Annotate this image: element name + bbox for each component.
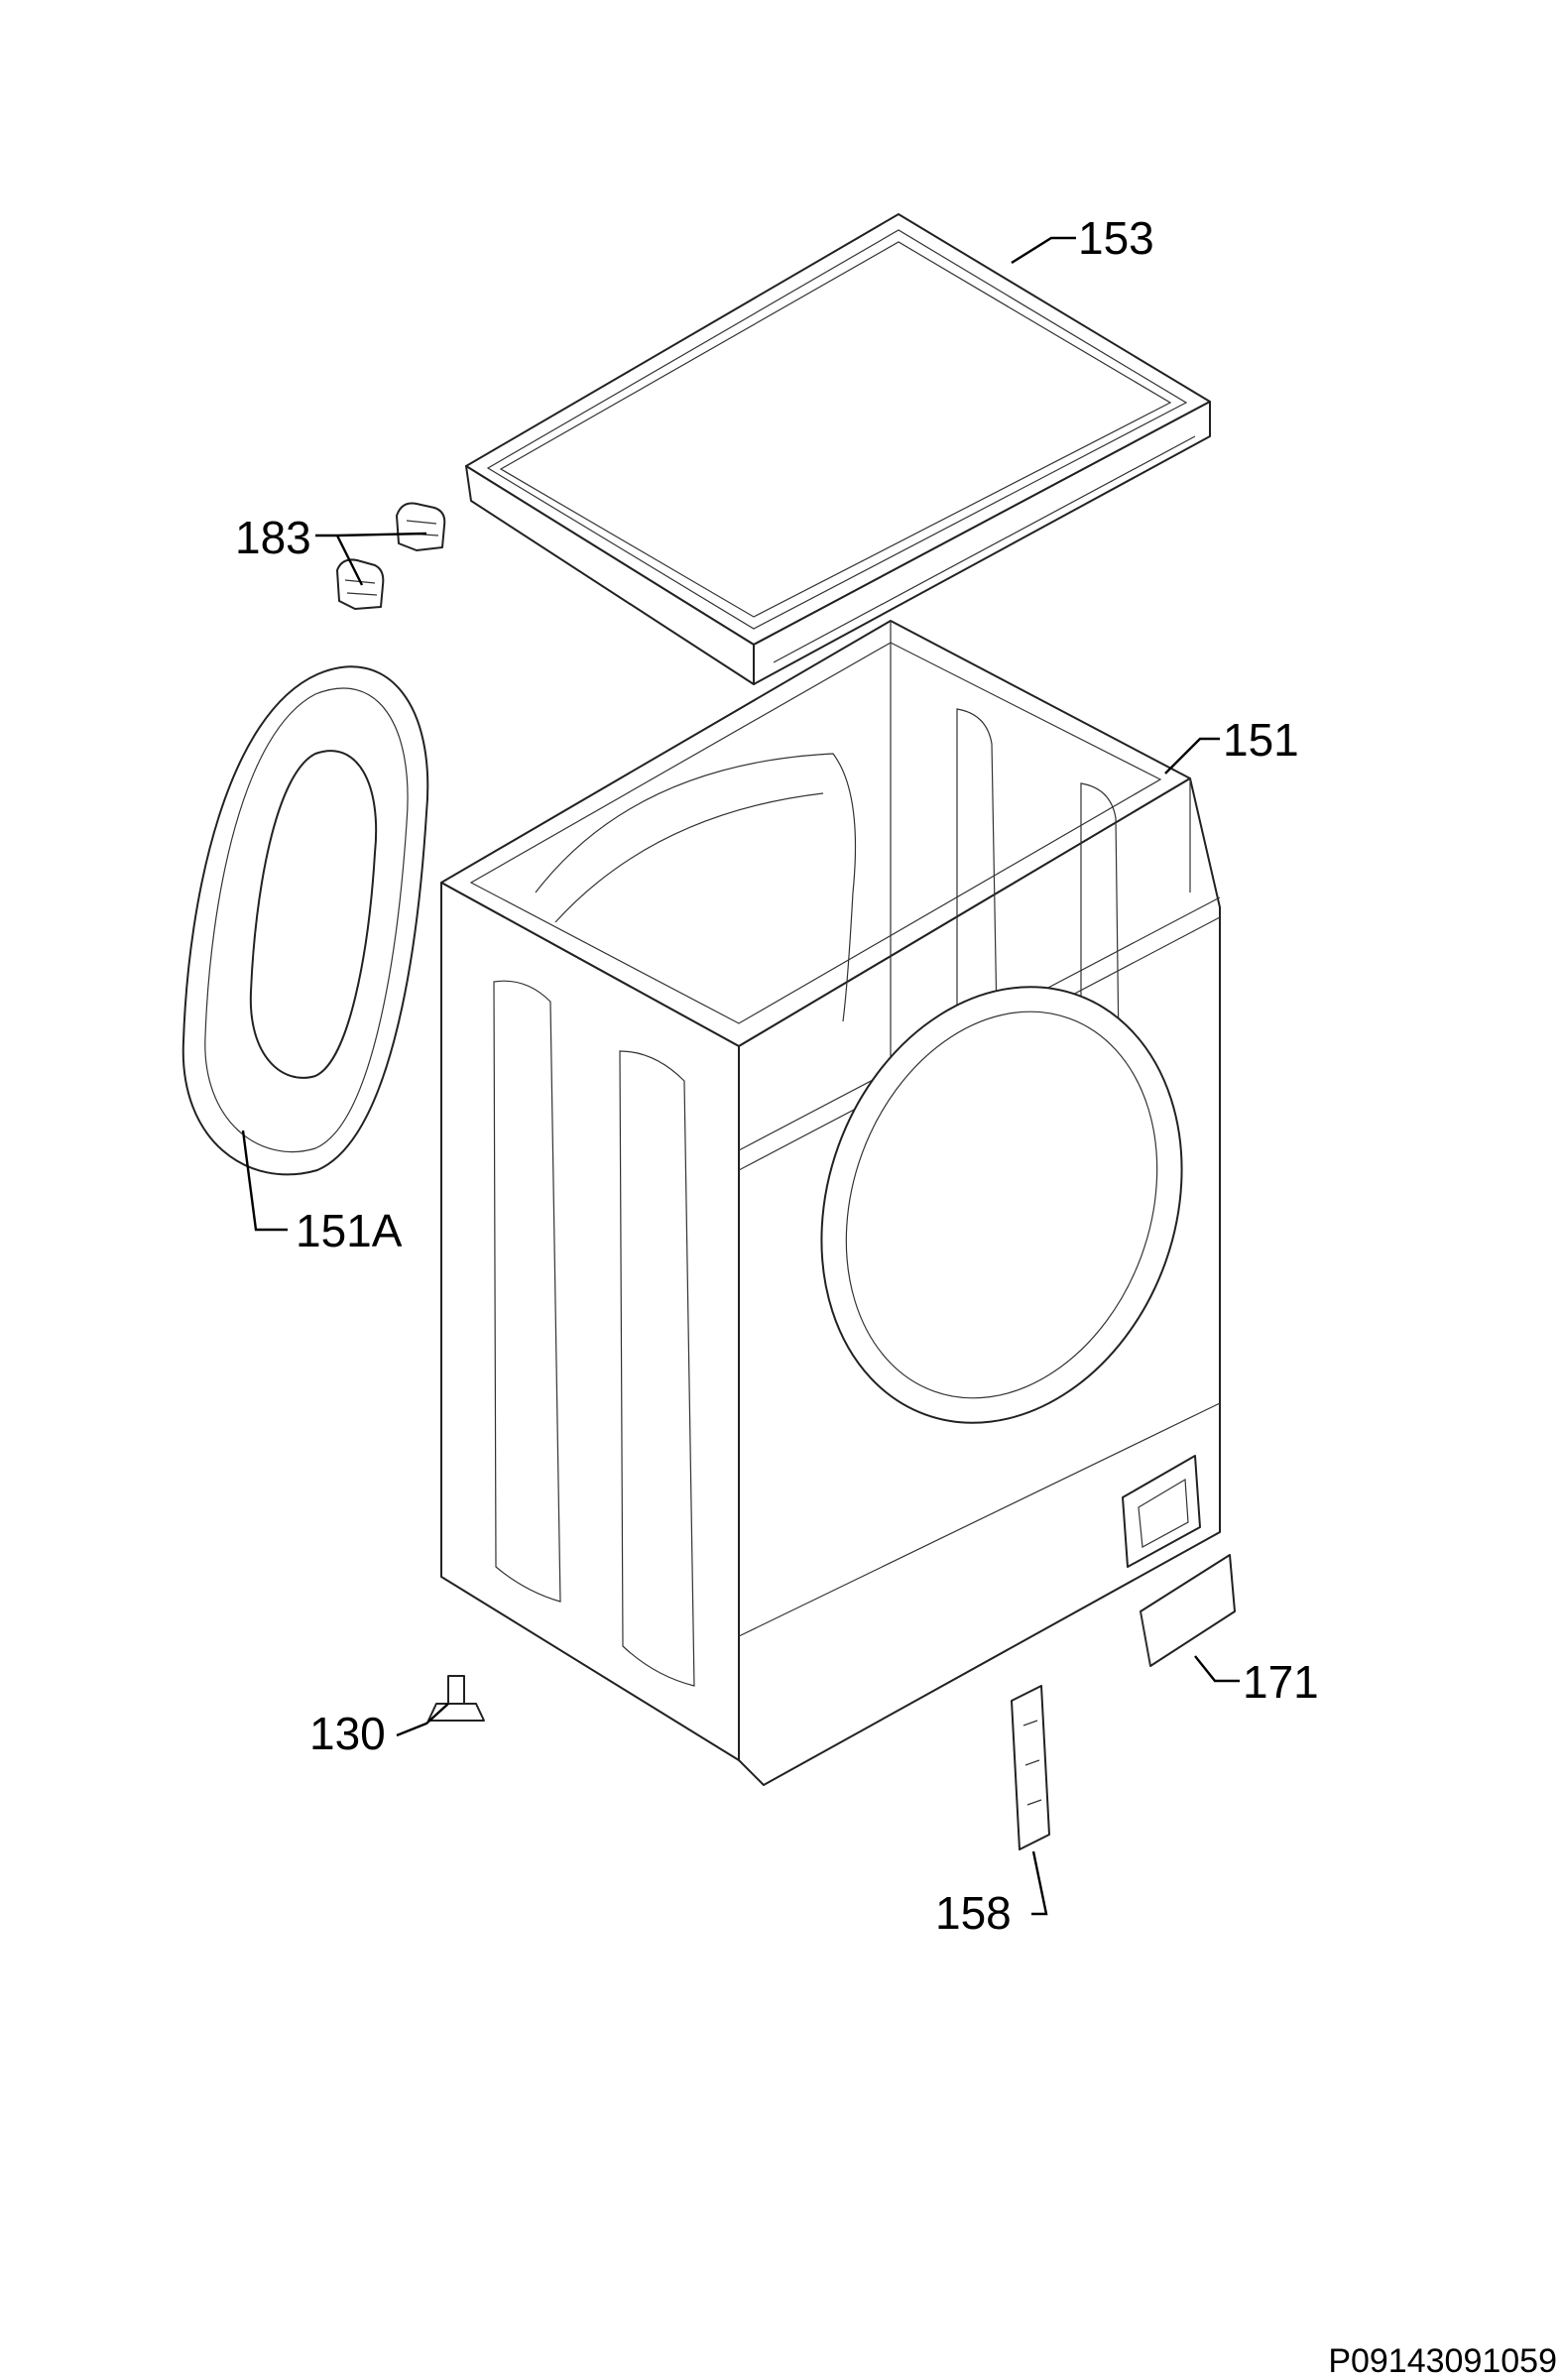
- leader-158: [1031, 1850, 1048, 1916]
- leader-151a: [241, 1130, 288, 1232]
- label-151a: 151A: [296, 1205, 403, 1256]
- label-153: 153: [1078, 212, 1154, 264]
- door-frame-part-151a: [181, 665, 429, 1176]
- top-cover-part-153: [465, 213, 1211, 685]
- label-130: 130: [309, 1708, 386, 1759]
- leader-130: [396, 1703, 449, 1737]
- leader-151: [1164, 737, 1220, 774]
- service-flap-part-171: [1140, 1554, 1236, 1667]
- leader-183: [315, 532, 427, 586]
- clips-part-183: [336, 502, 446, 610]
- cabinet-part-151: [440, 620, 1221, 1786]
- leader-171: [1194, 1655, 1240, 1683]
- leader-153: [1011, 236, 1076, 265]
- label-158: 158: [935, 1887, 1012, 1939]
- label-151: 151: [1223, 714, 1299, 766]
- label-183: 183: [235, 512, 311, 563]
- strip-part-158: [1011, 1685, 1050, 1850]
- label-171: 171: [1243, 1656, 1319, 1708]
- document-code: P09143091059: [1328, 2342, 1557, 2380]
